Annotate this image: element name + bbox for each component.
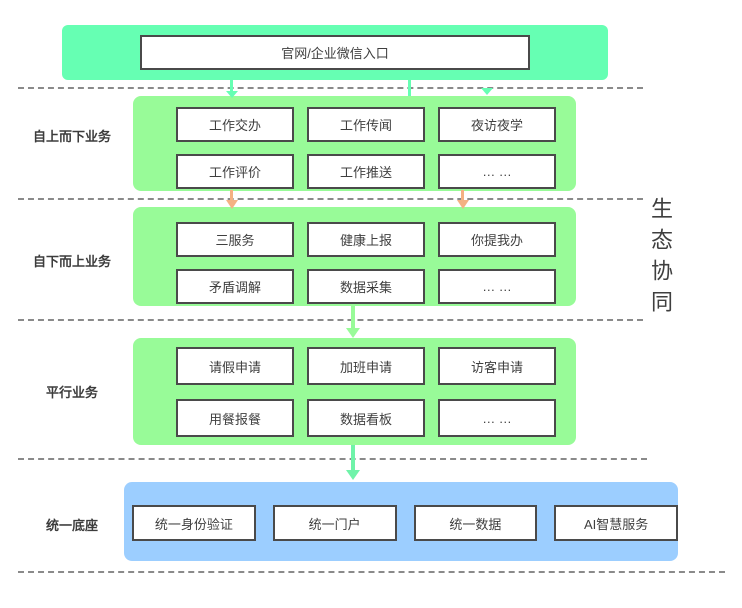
flow-node-label: 工作传闻 (339, 118, 392, 133)
flow-node-label: 夜访夜学 (470, 118, 523, 133)
flow-node-label: 工作评价 (208, 165, 261, 180)
lane-label-top-down: 自上而下业务 (32, 129, 111, 144)
side-caption-eco-synergy: 生态协同 (648, 197, 673, 321)
flow-node-label: 数据看板 (339, 411, 392, 427)
section-row: 请假申请 加班申请 访客申请 (133, 347, 576, 385)
flow-node: 数据看板 (307, 399, 425, 437)
flow-node-label: 工作交办 (208, 118, 261, 133)
lane-label-bottom-up: 自下而上业务 (32, 254, 111, 269)
entry-banner: 官网/企业微信入口 (62, 25, 608, 80)
flow-node: 统一身份验证 (132, 505, 256, 541)
lane-divider (18, 319, 643, 321)
flow-node-label: 统一数据 (449, 516, 502, 532)
lane-divider (18, 87, 643, 89)
flow-node-label: 用餐报餐 (208, 411, 261, 427)
arrow-down-icon (346, 470, 360, 480)
arrow-down-icon (457, 200, 469, 209)
flow-node-label: 访客申请 (470, 359, 523, 375)
flow-node: 工作评价 (176, 154, 294, 189)
flow-node: 夜访夜学 (438, 107, 556, 142)
entry-node: 官网/企业微信入口 (140, 35, 530, 70)
section-row: 三服务 健康上报 你提我办 (133, 222, 576, 257)
flow-node-label: … … (482, 279, 512, 294)
flow-node: 三服务 (176, 222, 294, 257)
arrow-down-icon (346, 328, 360, 338)
section-parallel: 请假申请 加班申请 访客申请 用餐报餐 数据看板 … … (133, 338, 576, 445)
flow-node-label: 工作推送 (339, 165, 392, 180)
flow-node-label: AI智慧服务 (583, 516, 649, 532)
flow-node-label: 请假申请 (208, 359, 261, 375)
flow-node-label: … … (482, 410, 512, 426)
flow-node-label: … … (482, 164, 512, 179)
flow-node: 工作传闻 (307, 107, 425, 142)
flow-node: 统一数据 (413, 505, 538, 541)
flow-node-label: 加班申请 (339, 359, 392, 375)
section-row: 工作交办 工作传闻 夜访夜学 (133, 107, 576, 142)
connector-line (351, 306, 355, 329)
section-row: 矛盾调解 数据采集 … … (133, 269, 576, 304)
flow-node-ellipsis: … … (438, 399, 556, 437)
lane-label-parallel: 平行业务 (45, 385, 98, 400)
section-unified-base: 统一身份验证 统一门户 统一数据 AI智慧服务 (124, 482, 678, 561)
section-row: 用餐报餐 数据看板 … … (133, 399, 576, 437)
connector-line (408, 80, 411, 96)
flow-node-label: 矛盾调解 (208, 280, 261, 295)
flow-node: 工作推送 (307, 154, 425, 189)
flow-node: 用餐报餐 (176, 399, 294, 437)
arrow-down-icon (226, 91, 238, 98)
flow-node-label: 你提我办 (470, 233, 523, 248)
flow-node: 访客申请 (438, 347, 556, 385)
flow-node: 你提我办 (438, 222, 556, 257)
arrow-down-icon (481, 88, 493, 95)
flow-node-label: 三服务 (215, 233, 255, 248)
section-bottom-up: 三服务 健康上报 你提我办 矛盾调解 数据采集 … … (133, 207, 576, 306)
section-top-down: 工作交办 工作传闻 夜访夜学 工作评价 工作推送 … … (133, 96, 576, 191)
lane-divider (18, 198, 643, 200)
flow-node: 健康上报 (307, 222, 425, 257)
lane-divider (18, 571, 725, 573)
flow-node-label: 统一身份验证 (154, 516, 233, 532)
flow-node: 请假申请 (176, 347, 294, 385)
flow-node: 统一门户 (272, 505, 397, 541)
flow-node-label: 统一门户 (308, 516, 361, 532)
arrow-down-icon (226, 200, 238, 209)
flow-node-label: 数据采集 (339, 280, 392, 295)
flow-node: AI智慧服务 (554, 505, 678, 541)
flow-node-ellipsis: … … (438, 154, 556, 189)
connector-line (461, 190, 464, 201)
connector-line (230, 190, 233, 201)
flow-node: 工作交办 (176, 107, 294, 142)
flow-node: 矛盾调解 (176, 269, 294, 304)
flow-node-label: 健康上报 (339, 233, 392, 248)
flow-node-ellipsis: … … (438, 269, 556, 304)
entry-node-label: 官网/企业微信入口 (281, 46, 389, 61)
lane-label-unified-base: 统一底座 (45, 518, 98, 533)
flow-node: 加班申请 (307, 347, 425, 385)
section-row: 工作评价 工作推送 … … (133, 154, 576, 189)
lane-divider (18, 458, 647, 460)
flow-node: 数据采集 (307, 269, 425, 304)
connector-line (230, 80, 233, 92)
connector-line (351, 445, 355, 471)
